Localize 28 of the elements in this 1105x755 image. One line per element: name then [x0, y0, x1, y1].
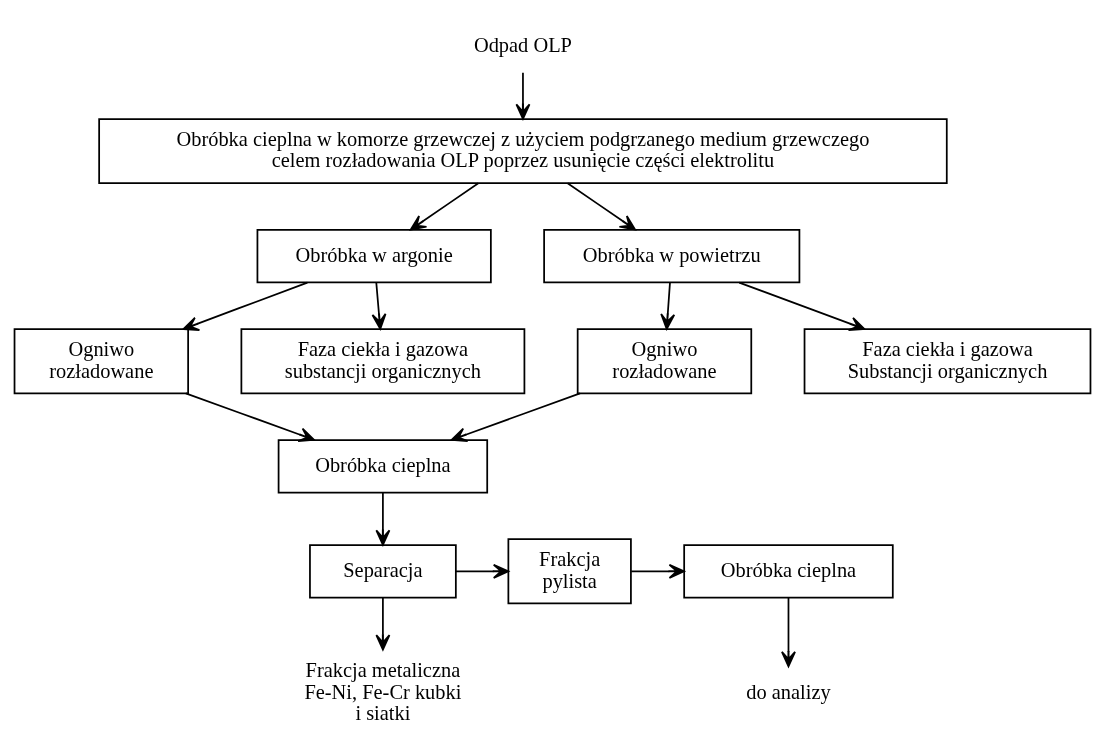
arrow: [371, 281, 387, 330]
node-box: Faza ciekła i gazowa substancji organicznych: [240, 327, 526, 394]
arrow: [409, 181, 480, 230]
node-text: do analizy: [746, 680, 831, 703]
node-box: Ogniwo rozładowane: [13, 327, 189, 394]
arrow: [738, 281, 866, 331]
node-box: Faza ciekła i gazowa Substancji organicznych: [803, 327, 1092, 394]
arrow: [184, 391, 315, 442]
node-box: Obróbka w powietrzu: [543, 228, 801, 283]
arrow: [375, 491, 391, 546]
node-box: Separacja: [309, 543, 457, 598]
node-box: Frakcja pylista: [507, 537, 632, 604]
arrow: [660, 281, 676, 330]
arrow: [375, 596, 391, 650]
node-text: Odpad OLP: [473, 32, 572, 55]
arrow: [566, 181, 637, 230]
arrow: [454, 563, 510, 579]
arrow: [182, 281, 309, 331]
arrow: [515, 71, 531, 120]
node-box: Obróbka w argonie: [256, 228, 492, 283]
node-box: Ogniwo rozładowane: [576, 327, 753, 394]
arrow: [781, 596, 796, 667]
node-box: Obróbka cieplna: [277, 438, 489, 493]
node-box: Obróbka cieplna: [683, 543, 894, 598]
node-text: Frakcja metaliczna Fe-Ni, Fe-Cr kubki i siatki: [304, 658, 462, 724]
arrow: [630, 563, 685, 579]
arrow: [450, 391, 581, 442]
node-box: Obróbka cieplna w komorze grzewczej z użyciem podgrzanego medium grzewczego celem rozładowania OLP poprzez usunięcie części elektrolitu: [98, 117, 948, 184]
